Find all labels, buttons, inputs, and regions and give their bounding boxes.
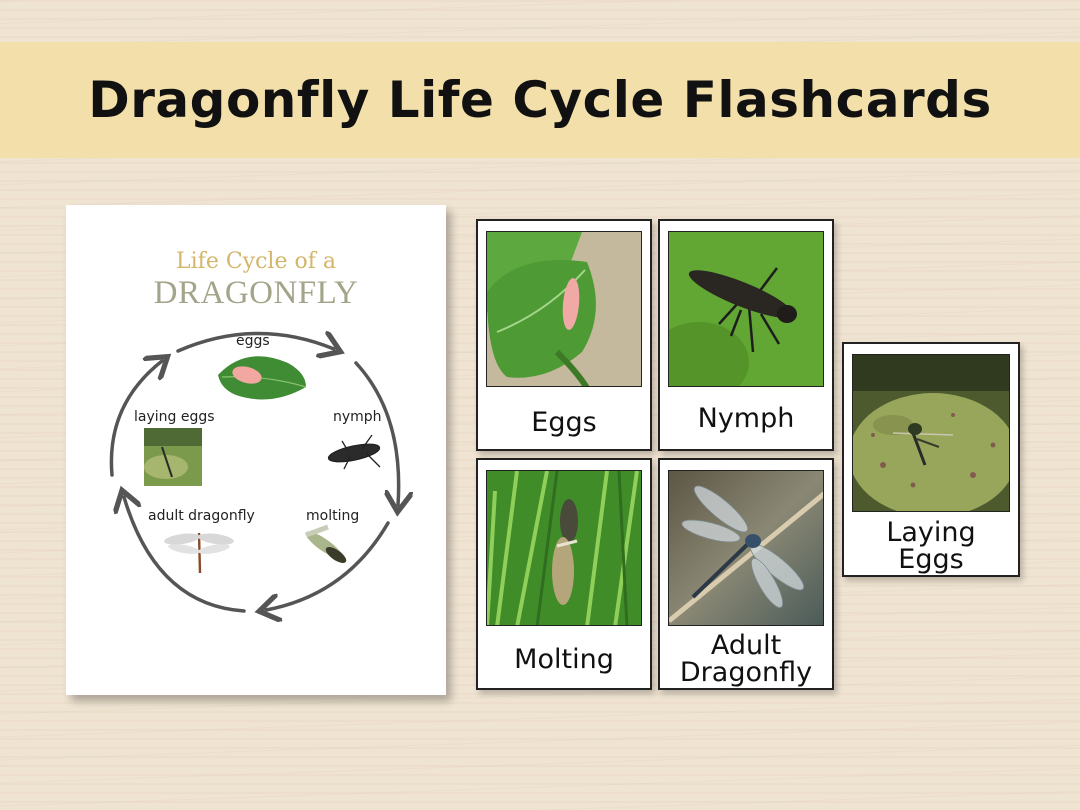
laying-eggs-photo	[852, 354, 1010, 512]
stage-label-molting: molting	[306, 508, 360, 524]
flashcard-adult-dragonfly: Adult Dragonfly	[658, 458, 834, 690]
flashcard-eggs: Eggs	[476, 219, 652, 451]
cycle-arrow-2	[354, 361, 399, 505]
nymph-photo	[668, 231, 824, 387]
poster-title-line2: DRAGONFLY	[153, 275, 359, 311]
flashcard-nymph: Nymph	[658, 219, 834, 451]
cycle-arrow-4	[124, 497, 246, 613]
eggs-photo	[486, 231, 642, 387]
flashcard-laying-eggs: Laying Eggs	[842, 342, 1020, 577]
page-title: Dragonfly Life Cycle Flashcards	[88, 71, 992, 129]
flashcard-molting: Molting	[476, 458, 652, 690]
stage-label-laying: laying eggs	[134, 409, 215, 425]
cycle-arrow-5	[109, 361, 162, 477]
adult-dragonfly-photo	[668, 470, 824, 626]
molting-photo	[486, 470, 642, 626]
stage-label-nymph: nymph	[333, 409, 382, 425]
card-caption: Laying Eggs	[886, 517, 976, 575]
card-caption: Adult Dragonfly	[679, 630, 813, 688]
eggs-leaf-icon	[218, 356, 307, 400]
adult-dragonfly-icon	[164, 532, 234, 574]
card-caption: Molting	[514, 644, 614, 675]
cycle-arrow-3	[266, 521, 390, 610]
cycle-arrow-1	[176, 333, 334, 351]
cycle-diagram	[109, 205, 446, 695]
stage-label-eggs: eggs	[236, 333, 270, 349]
poster-title-line1: Life Cycle of a	[176, 249, 336, 274]
title-banner: Dragonfly Life Cycle Flashcards	[0, 42, 1080, 158]
laying-eggs-photo	[144, 428, 202, 486]
card-caption: Nymph	[697, 403, 795, 434]
molting-icon	[305, 524, 347, 564]
nymph-icon	[327, 434, 381, 470]
life-cycle-poster: Life Cycle of a DRAGONFLY	[66, 205, 446, 695]
card-caption: Eggs	[531, 407, 597, 438]
stage-label-adult: adult dragonfly	[148, 508, 255, 524]
